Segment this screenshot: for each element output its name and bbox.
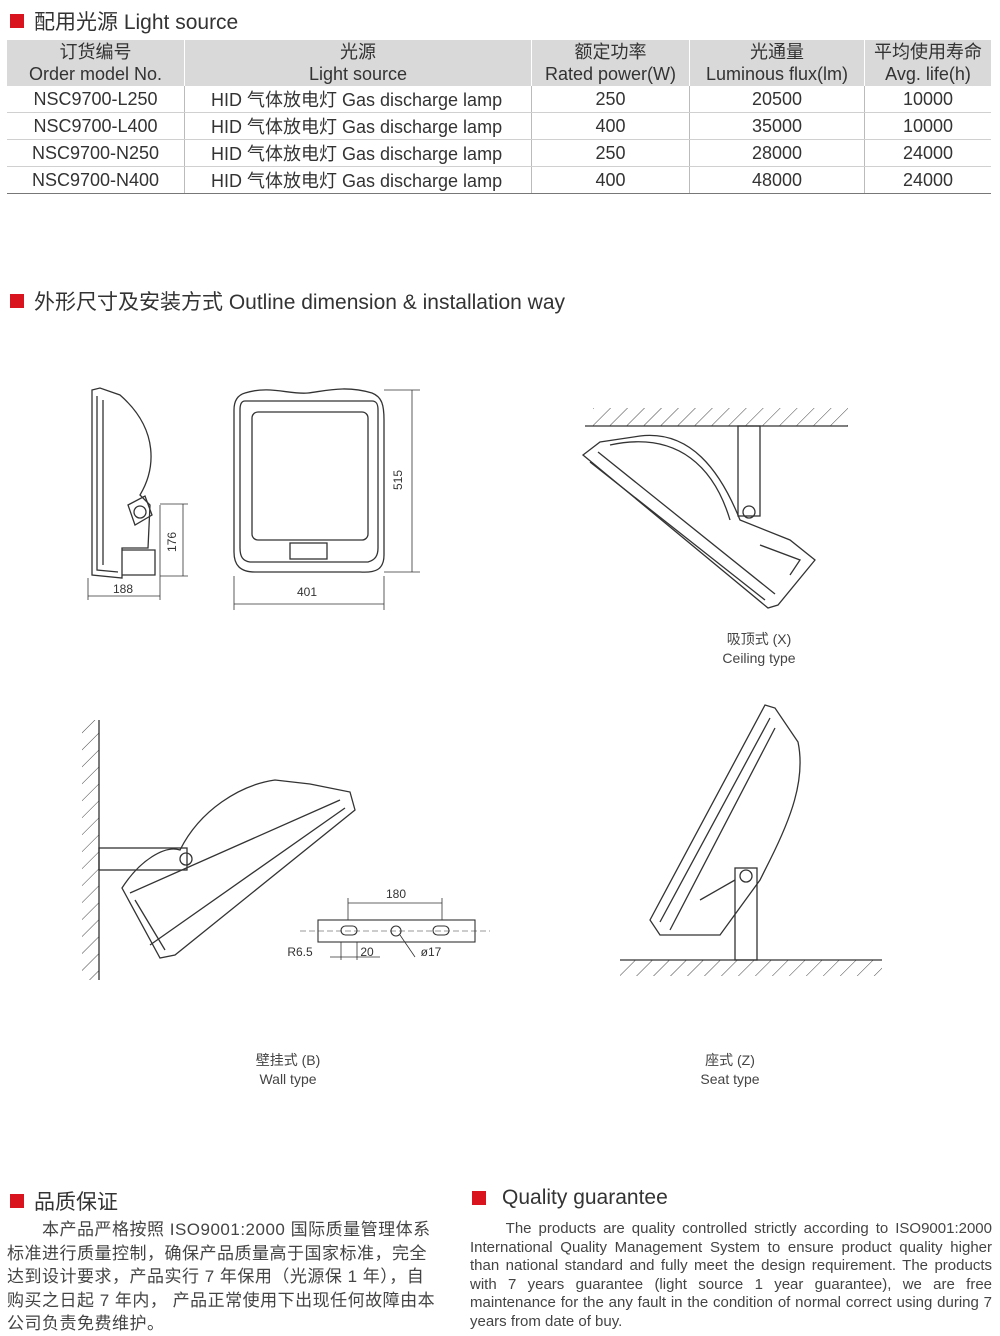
outline-title: 外形尺寸及安装方式 Outline dimension & installati… (34, 291, 566, 314)
cell-model: NSC9700-N400 (7, 166, 185, 194)
seat-caption-cn: 座式 (Z) (705, 1052, 755, 1068)
ceiling-mount-drawing (581, 408, 848, 609)
dim-20-label: 20 (360, 945, 374, 959)
seat-caption: 座式 (Z) Seat type (650, 1051, 810, 1089)
dim-hole-label: ø17 (421, 945, 442, 959)
dim-176-label: 176 (165, 532, 179, 552)
section-marker-icon (10, 14, 24, 28)
wall-caption-en: Wall type (259, 1071, 317, 1087)
front-view-drawing (233, 388, 420, 610)
cell-power: 400 (531, 112, 690, 140)
cell-source: HID 气体放电灯 Gas discharge lamp (184, 166, 532, 194)
cell-model: NSC9700-L250 (7, 86, 185, 113)
cell-source: HID 气体放电灯 Gas discharge lamp (184, 86, 532, 113)
cell-flux: 48000 (689, 166, 865, 194)
side-view-drawing (87, 387, 188, 600)
dim-188-label: 188 (113, 582, 133, 596)
cell-flux: 28000 (689, 139, 865, 167)
dim-180-label: 180 (386, 887, 406, 901)
wall-mount-drawing (82, 720, 356, 980)
cell-model: NSC9700-N250 (7, 139, 185, 167)
cell-power: 250 (531, 86, 690, 113)
wall-caption: 壁挂式 (B) Wall type (208, 1051, 368, 1089)
ceiling-caption-cn: 吸顶式 (X) (726, 631, 792, 647)
cell-flux: 20500 (689, 86, 865, 113)
quality-cn-paragraph: 本产品严格按照 ISO9001:2000 国际质量管理体系标准进行质量控制，确保… (7, 1220, 436, 1333)
bracket-drawing (300, 898, 490, 960)
table-row: NSC9700-N400 HID 气体放电灯 Gas discharge lam… (7, 166, 991, 194)
dim-r-label: R6.5 (287, 945, 313, 959)
cell-flux: 35000 (689, 112, 865, 140)
seat-mount-drawing (620, 704, 882, 976)
table-row: NSC9700-L400 HID 气体放电灯 Gas discharge lam… (7, 112, 991, 140)
cell-power: 400 (531, 166, 690, 194)
section-marker-icon (10, 1194, 24, 1208)
quality-en-title: Quality guarantee (472, 1186, 668, 1210)
quality-en-paragraph: The products are quality controlled stri… (470, 1220, 992, 1330)
cell-model: NSC9700-L400 (7, 112, 185, 140)
quality-cn-title-text: 品质保证 (34, 1191, 118, 1214)
table-row: NSC9700-N250 HID 气体放电灯 Gas discharge lam… (7, 139, 991, 167)
wall-caption-cn: 壁挂式 (B) (255, 1052, 321, 1068)
quality-cn-title: 品质保证 (10, 1186, 118, 1216)
light-source-title: 配用光源 Light source (34, 11, 239, 34)
table-row: NSC9700-L250 HID 气体放电灯 Gas discharge lam… (7, 86, 991, 113)
cell-life: 10000 (864, 86, 991, 113)
quality-en-title-text: Quality guarantee (502, 1186, 668, 1209)
cell-source: HID 气体放电灯 Gas discharge lamp (184, 112, 532, 140)
ceiling-caption-en: Ceiling type (722, 650, 796, 666)
dim-401-label: 401 (297, 585, 317, 599)
cell-life: 24000 (864, 166, 991, 194)
light-source-section-title: 配用光源 Light source (10, 6, 238, 36)
seat-caption-en: Seat type (700, 1071, 760, 1087)
section-marker-icon (10, 294, 24, 308)
cell-power: 250 (531, 139, 690, 167)
dim-515-label: 515 (391, 470, 405, 490)
outline-section-title: 外形尺寸及安装方式 Outline dimension & installati… (10, 286, 565, 316)
cell-life: 24000 (864, 139, 991, 167)
section-marker-icon (472, 1191, 486, 1205)
ceiling-caption: 吸顶式 (X) Ceiling type (679, 630, 839, 668)
cell-life: 10000 (864, 112, 991, 140)
cell-source: HID 气体放电灯 Gas discharge lamp (184, 139, 532, 167)
